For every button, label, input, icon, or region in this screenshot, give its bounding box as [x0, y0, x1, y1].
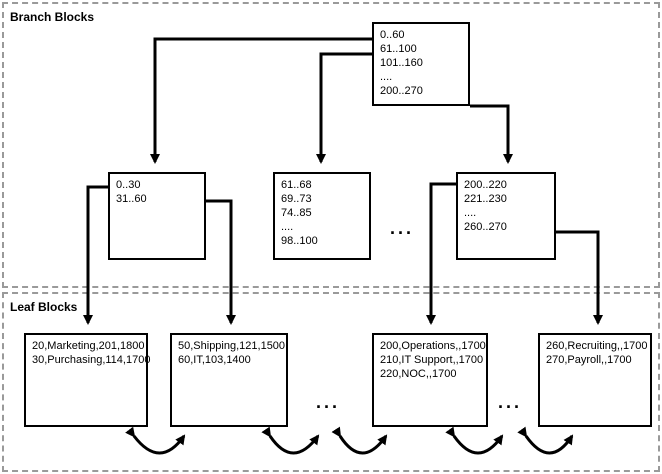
leaf-blocks-label: Leaf Blocks	[10, 300, 78, 314]
branch-key-range: ....	[464, 207, 477, 219]
branch-key-range: 0..30	[116, 179, 141, 191]
branch-node-2: 61..68 69..73 74..85 .... 98..100	[273, 172, 371, 260]
edge-root-b2	[316, 52, 372, 164]
leaf-row: 260,Recruiting,,1700	[546, 340, 648, 352]
root-key-range: 200..270	[380, 85, 423, 97]
branch-key-range: 61..68	[281, 179, 312, 191]
leaf-node-4: 260,Recruiting,,1700 270,Payroll,,1700	[538, 333, 652, 427]
branch-blocks-region	[2, 2, 660, 288]
branch-key-range: ....	[281, 221, 294, 233]
leaf-node-2: 50,Shipping,121,1500 60,IT,103,1400	[170, 333, 288, 427]
branch-node-1: 0..30 31..60	[108, 172, 206, 260]
leaf-row: 270,Payroll,,1700	[546, 354, 632, 366]
root-branch-node: 0..60 61..100 101..160 .... 200..270	[372, 22, 470, 106]
branch-key-range: 221..230	[464, 193, 507, 205]
branch-key-range: 74..85	[281, 207, 312, 219]
leaf-row: 200,Operations,,1700	[380, 340, 486, 352]
branch-node-3: 200..220 221..230 .... 260..270	[456, 172, 556, 260]
leaf-row: 60,IT,103,1400	[178, 354, 251, 366]
sibling-link-l3-dots	[445, 426, 504, 455]
leaf-ellipsis-1: ...	[316, 392, 341, 412]
branch-key-range: 69..73	[281, 193, 312, 205]
edge-b3-l3	[426, 182, 456, 325]
leaf-node-3: 200,Operations,,1700 210,IT Support,,170…	[372, 333, 488, 427]
root-key-range: 101..160	[380, 57, 423, 69]
edge-root-b1	[150, 37, 372, 164]
branch-key-range: 98..100	[281, 235, 318, 247]
leaf-blocks-region	[2, 292, 660, 472]
root-key-range: 61..100	[380, 43, 417, 55]
branch-key-range: 200..220	[464, 179, 507, 191]
leaf-row: 220,NOC,,1700	[380, 368, 457, 380]
sibling-link-l2-dots	[261, 426, 320, 455]
branch-blocks-label: Branch Blocks	[10, 10, 95, 24]
branch-key-range: 31..60	[116, 193, 147, 205]
leaf-row: 30,Purchasing,114,1700	[32, 354, 151, 366]
root-key-range: 0..60	[380, 29, 405, 41]
edge-b1-l2	[206, 199, 236, 325]
edge-b3-l4	[556, 230, 603, 325]
edge-b1-l1	[83, 185, 108, 325]
leaf-node-1: 20,Marketing,201,1800 30,Purchasing,114,…	[24, 333, 151, 427]
leaf-ellipsis-2: ...	[498, 392, 523, 412]
sibling-link-dots-l3	[331, 426, 388, 455]
edge-root-b3	[470, 104, 513, 164]
leaf-row: 210,IT Support,,1700	[380, 354, 484, 366]
sibling-link-dots-l4	[517, 426, 574, 455]
root-key-range: ....	[380, 71, 393, 83]
branch-ellipsis: ...	[390, 218, 415, 238]
leaf-row: 20,Marketing,201,1800	[32, 340, 145, 352]
sibling-link-l1-l2	[125, 426, 186, 455]
branch-key-range: 260..270	[464, 221, 507, 233]
leaf-row: 50,Shipping,121,1500	[178, 340, 286, 352]
